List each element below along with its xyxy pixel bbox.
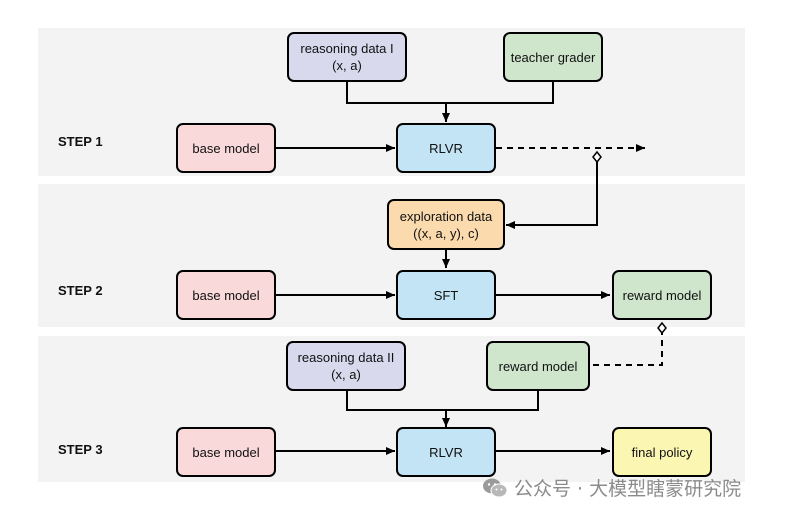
- watermark-text: 公众号 · 大模型瞎蒙研究院: [514, 478, 742, 500]
- arrow-rlvr1-to-exploration: [506, 157, 598, 229]
- base-model-2-node: base model: [176, 270, 276, 320]
- final-policy-node: final policy: [612, 427, 712, 477]
- watermark: 公众号 · 大模型瞎蒙研究院: [482, 474, 741, 501]
- base-model-3-node: base model: [176, 427, 276, 477]
- sft-node: SFT: [396, 270, 496, 320]
- arrow-reward-dashed-link: [590, 329, 663, 366]
- rlvr-3-node: RLVR: [396, 427, 496, 477]
- reasoning-data-1-node: reasoning data I (x, a): [287, 32, 407, 82]
- exploration-data-node: exploration data ((x, a, y), c): [387, 199, 505, 250]
- teacher-grader-node: teacher grader: [503, 32, 603, 82]
- base-model-1-node: base model: [176, 123, 276, 173]
- reward-model-node: reward model: [612, 270, 712, 320]
- diamond-rlvr1-branch: [592, 150, 602, 164]
- diamond-reward-branch: [657, 321, 667, 335]
- wechat-icon: [483, 478, 508, 497]
- step3-label: STEP 3: [58, 442, 103, 457]
- step1-label: STEP 1: [58, 134, 103, 149]
- step2-label: STEP 2: [58, 283, 103, 298]
- reward-model-copy-node: reward model: [486, 341, 590, 391]
- rlvr-1-node: RLVR: [396, 123, 496, 173]
- arrow-reasoning2-merge: [346, 391, 539, 411]
- arrow-reasoning1-merge: [346, 82, 554, 104]
- reasoning-data-2-node: reasoning data II (x, a): [286, 341, 406, 391]
